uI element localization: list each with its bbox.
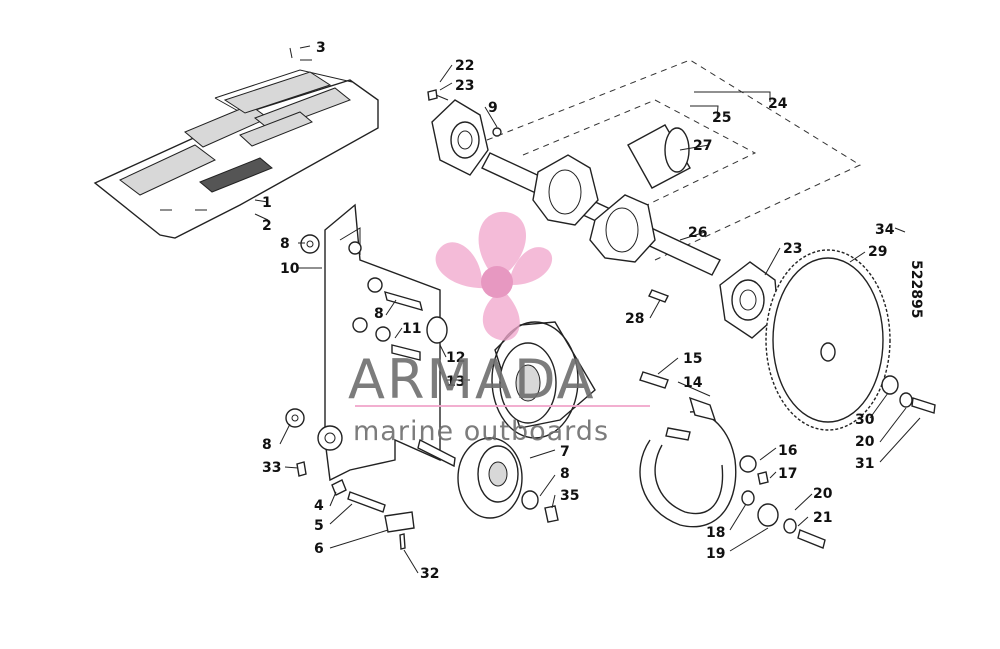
mesh-vents xyxy=(119,71,351,196)
callout-12: 12 xyxy=(446,350,465,366)
callout-19: 19 xyxy=(706,546,725,562)
callout-13: 13 xyxy=(446,374,465,390)
callout-33: 33 xyxy=(262,460,281,476)
callout-7: 7 xyxy=(560,444,570,460)
callout-labels: 3 1 2 8 10 8 11 12 13 22 23 9 24 25 27 2… xyxy=(262,40,895,582)
mounting-bracket xyxy=(300,203,448,482)
callout-8-top: 8 xyxy=(280,236,290,252)
callout-24: 24 xyxy=(768,96,788,112)
callout-30: 30 xyxy=(855,412,875,428)
callout-8-mid: 8 xyxy=(374,306,384,322)
callout-8-pulley: 8 xyxy=(560,466,570,482)
callout-26: 26 xyxy=(688,225,707,241)
watermark-brand: ARMADA xyxy=(348,348,596,411)
brake-drum xyxy=(491,321,596,439)
callout-29: 29 xyxy=(868,244,887,260)
callout-32: 32 xyxy=(420,566,439,582)
callout-25: 25 xyxy=(712,110,731,126)
callout-3: 3 xyxy=(316,40,326,56)
callout-11: 11 xyxy=(402,321,421,337)
jackshaft-assembly xyxy=(481,59,862,303)
watermark: ARMADA marine outboards xyxy=(348,211,650,447)
callout-35: 35 xyxy=(560,488,579,504)
cover-plate xyxy=(93,47,379,239)
callout-17: 17 xyxy=(778,466,797,482)
callout-28: 28 xyxy=(625,311,644,327)
bearing-flange-top xyxy=(427,89,502,176)
idler-pulley xyxy=(417,437,559,523)
callout-1: 1 xyxy=(262,195,272,211)
callout-34: 34 xyxy=(875,222,895,238)
stamp-text: 522895 xyxy=(908,260,924,318)
callout-20-low: 20 xyxy=(813,486,833,502)
callout-15: 15 xyxy=(683,351,702,367)
callout-27: 27 xyxy=(693,138,712,154)
bearing-flange-right xyxy=(719,261,779,339)
callout-16: 16 xyxy=(778,443,797,459)
callout-9: 9 xyxy=(488,100,498,116)
callout-5: 5 xyxy=(314,518,324,534)
hardware-left xyxy=(285,408,415,550)
brake-band xyxy=(639,371,737,528)
callout-21: 21 xyxy=(813,510,832,526)
callout-8-low: 8 xyxy=(262,437,272,453)
large-sprocket xyxy=(765,249,936,431)
callout-23-right: 23 xyxy=(783,241,802,257)
callout-31: 31 xyxy=(855,456,874,472)
drive-chain-stamp: 522895 xyxy=(908,260,924,318)
leader-lines xyxy=(254,45,921,574)
callout-4: 4 xyxy=(314,498,324,514)
callout-10: 10 xyxy=(280,261,300,277)
callout-23-top: 23 xyxy=(455,78,474,94)
hardware-right xyxy=(739,455,826,549)
watermark-tagline: marine outboards xyxy=(353,416,609,447)
callout-20-right: 20 xyxy=(855,434,875,450)
callout-14: 14 xyxy=(683,375,703,391)
propeller-logo xyxy=(435,211,553,341)
callout-2: 2 xyxy=(262,218,272,234)
callout-22: 22 xyxy=(455,58,474,74)
callout-6: 6 xyxy=(314,541,324,557)
callout-18: 18 xyxy=(706,525,725,541)
